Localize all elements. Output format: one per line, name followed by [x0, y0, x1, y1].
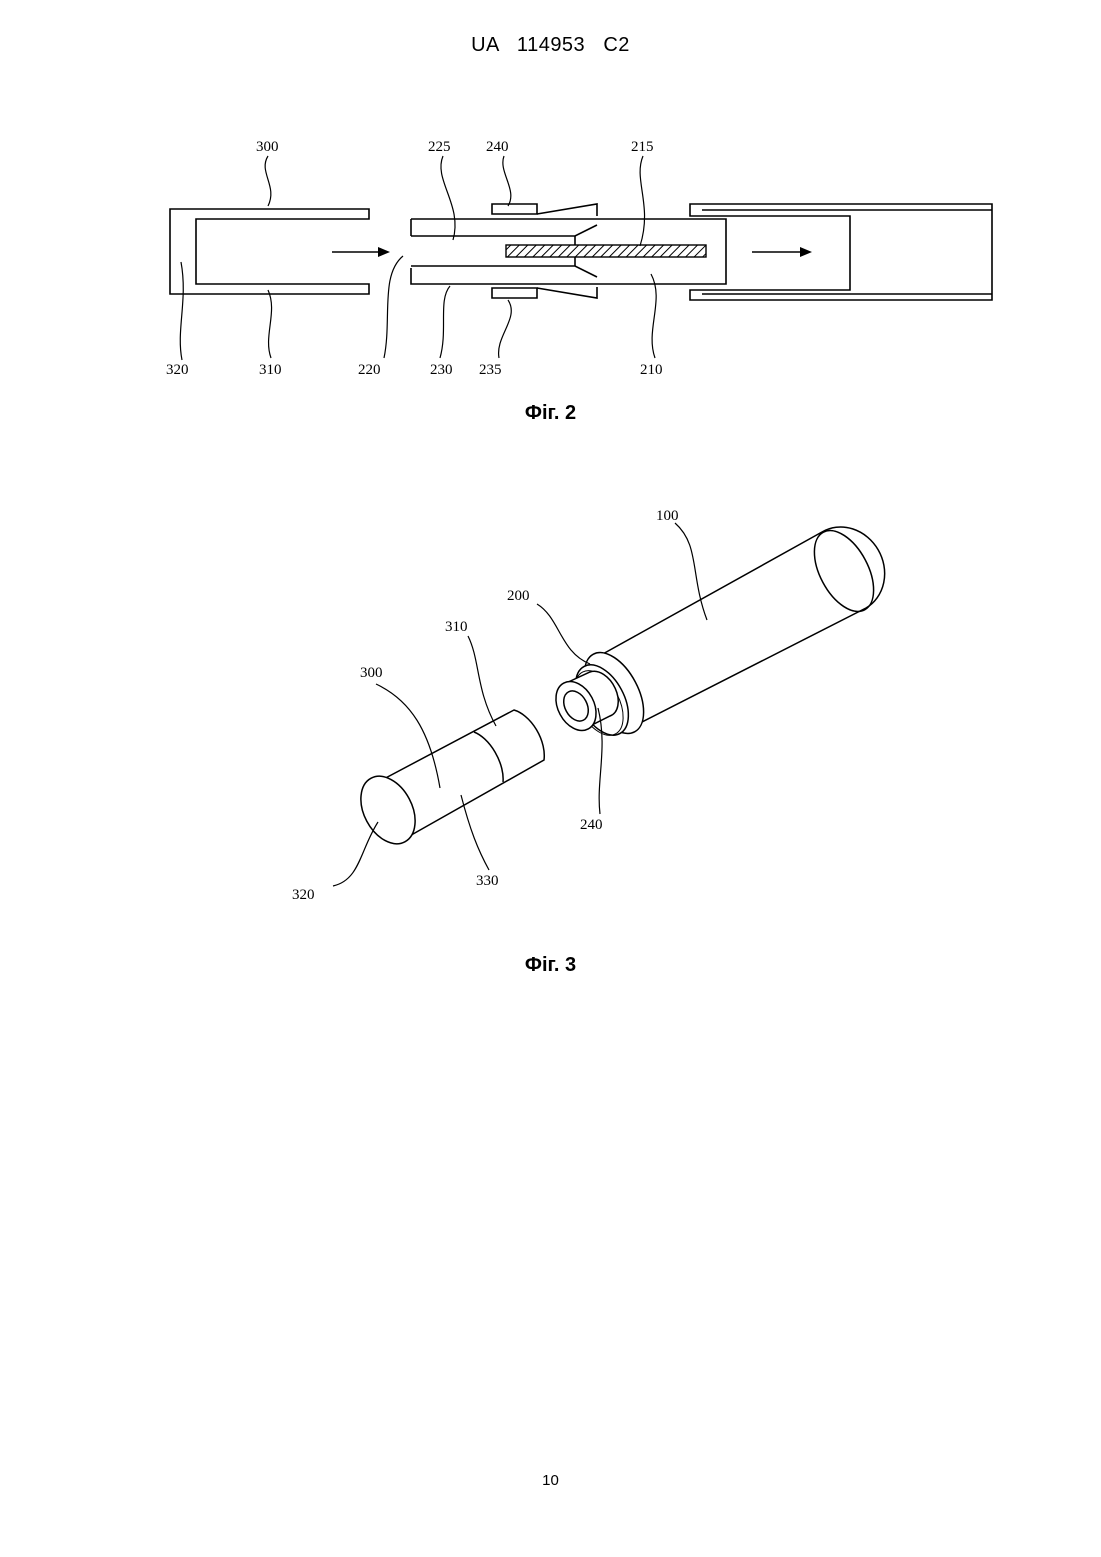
label-210: 210 [640, 362, 663, 378]
label-235: 235 [479, 362, 502, 378]
label-320: 320 [292, 887, 315, 903]
document-id: UA 114953 C2 [0, 34, 1101, 57]
figure-3-diagram: 100 200 310 300 240 320 330 [0, 500, 1101, 910]
label-220: 220 [358, 362, 381, 378]
figure-2-leader-lines [180, 156, 656, 360]
figure-2-caption: Фіг. 2 [0, 402, 1101, 425]
label-320: 320 [166, 362, 189, 378]
label-225: 225 [428, 139, 451, 155]
label-240: 240 [580, 817, 603, 833]
direction-arrow-icon [752, 247, 812, 257]
label-300: 300 [360, 665, 383, 681]
label-240: 240 [486, 139, 509, 155]
label-230: 230 [430, 362, 453, 378]
label-300: 300 [256, 139, 279, 155]
label-200: 200 [507, 588, 530, 604]
label-310: 310 [445, 619, 468, 635]
cigarette-300 [350, 710, 544, 853]
label-100: 100 [656, 508, 679, 524]
page-number: 10 [0, 1472, 1101, 1489]
figure-3-caption: Фіг. 3 [0, 954, 1101, 977]
body-100-section [690, 204, 992, 300]
label-215: 215 [631, 139, 654, 155]
insertion-arrow-icon [332, 247, 390, 257]
label-310: 310 [259, 362, 282, 378]
heater-215-element [506, 245, 706, 257]
label-330: 330 [476, 873, 499, 889]
figure-2-diagram: 300 225 240 215 320 310 220 230 235 210 [0, 120, 1101, 390]
